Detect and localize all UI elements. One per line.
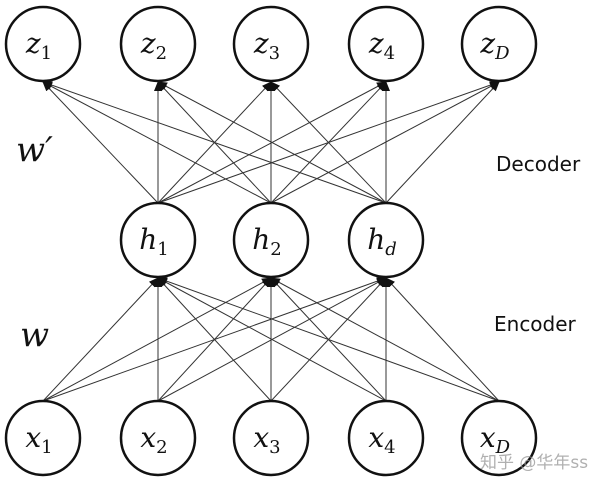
decoder-edge (157, 81, 387, 204)
encoder-edge (42, 277, 159, 402)
encoder-edge (270, 277, 500, 402)
encoder-edge (157, 277, 387, 402)
svg-text:x1: x1 (25, 421, 52, 458)
input-node-xD: xD (460, 399, 538, 477)
decoder-edge (385, 81, 500, 204)
svg-text:h2: h2 (252, 223, 282, 260)
decoder-edge (42, 81, 387, 204)
svg-text:z1: z1 (25, 27, 52, 64)
hidden-node-h1: h1 (119, 201, 197, 279)
decoder-edge (42, 81, 272, 204)
svg-text:z2: z2 (140, 27, 167, 64)
svg-text:x2: x2 (140, 421, 167, 458)
decoder-label: Decoder (496, 152, 581, 176)
svg-text:x3: x3 (253, 421, 280, 458)
encoder-edge (157, 277, 500, 402)
encoder-edge (157, 277, 272, 402)
hidden-node-h2: h2 (232, 201, 310, 279)
output-node-z4: z4 (347, 5, 425, 83)
input-node-x3: x3 (232, 399, 310, 477)
svg-text:x4: x4 (368, 421, 395, 458)
output-node-z3: z3 (232, 5, 310, 83)
svg-text:z4: z4 (368, 27, 395, 64)
output-node-zD: zD (460, 5, 538, 83)
encoder-label: Encoder (494, 312, 576, 336)
svg-text:hd: hd (367, 223, 397, 260)
svg-text:zD: zD (479, 27, 510, 64)
decoder-edge (270, 81, 500, 204)
output-node-z1: z1 (4, 5, 82, 83)
decoder-edge (270, 81, 387, 204)
encoder-weight-label: w (20, 315, 50, 355)
decoder-edge (42, 81, 159, 204)
svg-text:z3: z3 (253, 27, 280, 64)
encoder-edge (385, 277, 500, 402)
hidden-node-hd: hd (347, 201, 425, 279)
watermark: 知乎 @华年ss (480, 453, 589, 473)
svg-text:xD: xD (480, 421, 511, 458)
svg-text:h1: h1 (139, 223, 169, 260)
output-node-z2: z2 (119, 5, 197, 83)
encoder-edge (42, 277, 272, 402)
input-node-x1: x1 (4, 399, 82, 477)
input-node-x4: x4 (347, 399, 425, 477)
decoder-weight-label: w′ (16, 130, 53, 170)
input-node-x2: x2 (119, 399, 197, 477)
